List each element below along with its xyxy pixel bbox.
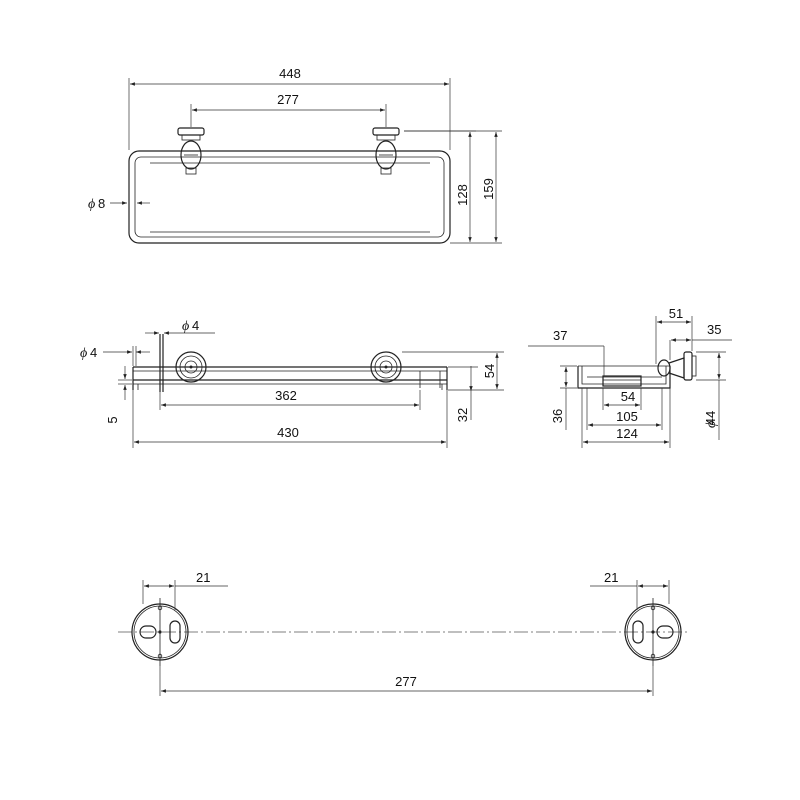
left-mount-plate — [131, 598, 189, 666]
dim-32-label: 32 — [455, 408, 470, 422]
phi-symbol: ϕ — [704, 421, 719, 428]
right-rosette-front — [370, 351, 402, 383]
dim-54-label: 54 — [482, 364, 497, 378]
mount-view: 21 21 277 — [118, 570, 690, 696]
dim-phi44-label: 44 — [703, 411, 718, 425]
dim-128-label: 128 — [455, 184, 470, 206]
left-rosette-front — [175, 351, 207, 383]
tray-outer-outline — [128, 150, 451, 244]
phi-symbol: ϕ — [80, 346, 87, 361]
dim-54-side-label: 54 — [621, 389, 635, 404]
dim-21-right-label: 21 — [604, 570, 618, 585]
dim-448-label: 448 — [279, 66, 301, 81]
dim-159-label: 159 — [481, 178, 496, 200]
dim-277-label: 277 — [277, 92, 299, 107]
dim-phi4-top-label: 4 — [192, 318, 199, 333]
dim-105-label: 105 — [616, 409, 638, 424]
dim-362-label: 362 — [275, 388, 297, 403]
dim-35-label: 35 — [707, 322, 721, 337]
dim-phi4-left-label: 4 — [90, 345, 97, 360]
phi-symbol: ϕ — [88, 197, 95, 212]
dim-124-label: 124 — [616, 426, 638, 441]
left-bracket-top — [177, 127, 205, 175]
dim-277-mount-label: 277 — [395, 674, 417, 689]
top-view: 448 277 ϕ 8 128 159 — [88, 66, 502, 244]
phi-symbol: ϕ — [182, 319, 189, 334]
right-bracket-top — [372, 127, 400, 175]
dim-21-left-label: 21 — [196, 570, 210, 585]
side-view: 37 51 35 36 54 105 124 — [528, 306, 732, 448]
dim-phi8-label: 8 — [98, 196, 105, 211]
tray-inner-outline — [134, 156, 445, 238]
dim-36-label: 36 — [550, 409, 565, 423]
dim-5-label: 5 — [105, 416, 120, 423]
dim-51-label: 51 — [669, 306, 683, 321]
dim-37-label: 37 — [553, 328, 567, 343]
side-bracket — [657, 351, 697, 381]
front-view: ϕ 4 ϕ 4 5 362 430 54 32 — [80, 318, 504, 448]
right-mount-plate — [624, 598, 682, 666]
dim-430-label: 430 — [277, 425, 299, 440]
